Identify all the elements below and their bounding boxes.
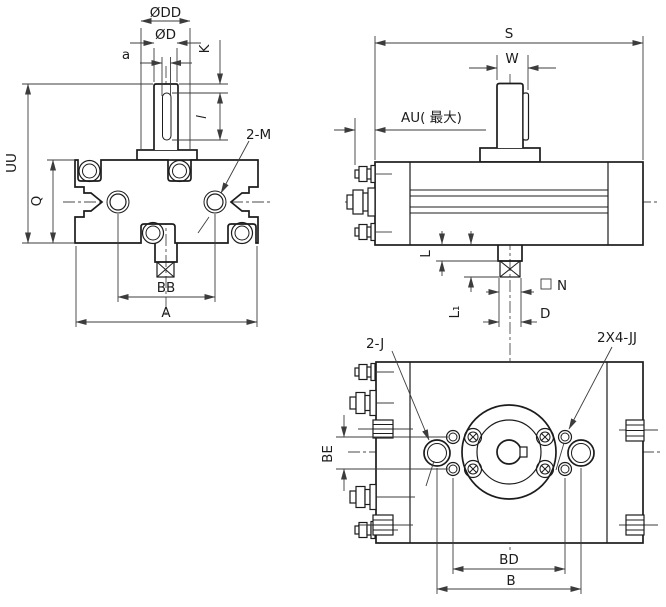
- bottom-view: 2-J 2X4-JJ BE BD B: [320, 330, 660, 594]
- bottom-right-rail-blocks: [619, 419, 658, 536]
- fitting-small-bottom-icon: [354, 520, 376, 540]
- fitting-middle-icon: [346, 187, 376, 217]
- dim-label-k: K: [197, 43, 213, 53]
- dim-label-a-overall: A: [161, 305, 171, 321]
- bottom-flange: [461, 404, 557, 500]
- jj-holes: [445, 429, 573, 477]
- dim-label-w: W: [505, 51, 518, 67]
- dim-label-bb: BB: [157, 280, 176, 296]
- square-symbol: [540, 278, 552, 290]
- side-square-end: [499, 260, 521, 278]
- side-shaft-key: [522, 92, 530, 141]
- dim-label-s: S: [505, 26, 514, 42]
- dim-label-2j: 2-J: [366, 336, 384, 352]
- dim-label-slot-length: l: [194, 115, 210, 119]
- dim-label-q: Q: [29, 196, 45, 207]
- bottom-body: [375, 361, 644, 544]
- front-body-outline: [74, 159, 259, 244]
- side-view: S W AU( 最大) L L₁ N D: [334, 26, 658, 550]
- side-shaft-base: [479, 147, 541, 163]
- dim-label-2x4jj: 2X4-JJ: [597, 330, 637, 346]
- fitting-small-top-icon: [354, 362, 376, 382]
- dim-label-a-key: a: [122, 47, 130, 63]
- side-body: [374, 161, 644, 246]
- side-port-fittings: [346, 164, 392, 242]
- dim-label-d: D: [540, 306, 550, 322]
- front-square-end: [156, 261, 175, 278]
- dim-label-odd-outer: ØDD: [150, 5, 181, 21]
- fitting-medium-upper-icon: [349, 389, 377, 417]
- dim-label-l: L: [418, 250, 434, 258]
- front-shaft: [153, 83, 179, 150]
- fitting-bottom-icon: [354, 222, 376, 242]
- j-holes: [423, 439, 595, 467]
- front-port-holes: [106, 190, 227, 214]
- front-corner-holes: [78, 159, 254, 245]
- side-bore-lines: [410, 189, 608, 214]
- bottom-left-rail-blocks: [358, 419, 413, 536]
- dim-label-bd: BD: [499, 552, 519, 568]
- bottom-dimensions: [336, 346, 613, 594]
- flange-screws: [463, 427, 555, 479]
- dim-label-n: N: [557, 278, 567, 294]
- dim-label-be: BE: [320, 445, 336, 463]
- dim-label-od: ØD: [155, 27, 176, 43]
- front-view: ØDD ØD a K l 2-M UU Q BB A: [4, 5, 271, 327]
- bottom-left-fittings: [349, 362, 415, 540]
- dim-label-au-max: AU( 最大): [401, 110, 462, 126]
- front-shaft-base: [136, 149, 198, 161]
- front-keyway-slot: [162, 92, 172, 141]
- side-dimensions: [334, 36, 644, 327]
- dim-label-2m: 2-M: [246, 127, 271, 143]
- dim-label-uu: UU: [4, 153, 20, 173]
- dim-label-l1: L₁: [447, 306, 463, 319]
- dim-label-b: B: [506, 573, 515, 589]
- fitting-top-icon: [354, 164, 376, 184]
- front-dimensions: [22, 18, 258, 327]
- fitting-medium-lower-icon: [349, 483, 377, 511]
- side-shaft: [496, 82, 524, 148]
- hub-keyway-notch: [519, 446, 528, 458]
